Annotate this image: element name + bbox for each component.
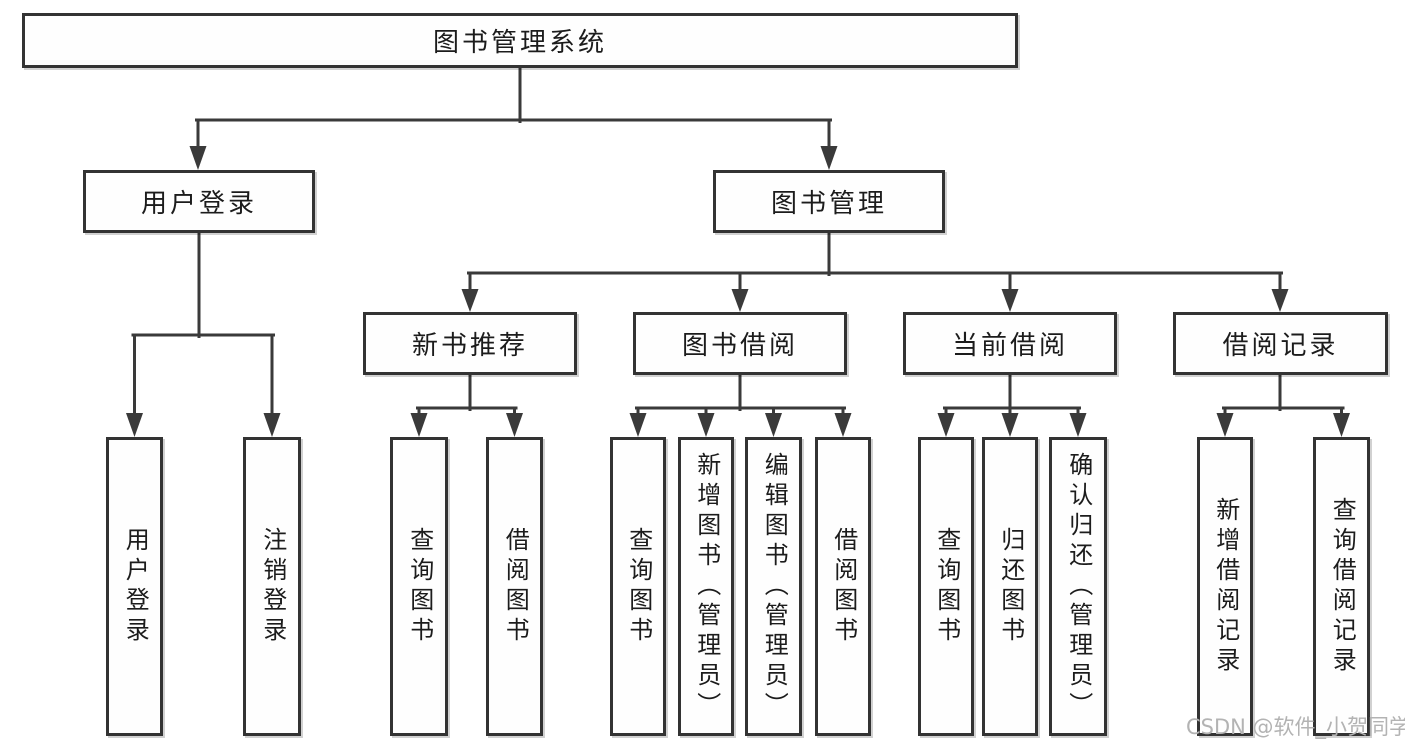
node-label: 新增图书（管理员） — [692, 451, 721, 722]
node-label: 当前借阅 — [951, 331, 1068, 361]
node-label: 注销登录 — [258, 526, 287, 647]
node-label: 图书管理系统 — [432, 28, 607, 58]
node-label: 新增借阅记录 — [1211, 496, 1240, 677]
node-user-login: 用户登录 — [83, 170, 315, 233]
leaf-user-login: 用户登录 — [106, 437, 163, 736]
node-label: 借阅图书 — [829, 526, 858, 647]
leaf-borrowing-edit-books-admin: 编辑图书（管理员） — [745, 437, 802, 736]
node-label: 确认归还（管理员） — [1064, 451, 1093, 722]
leaf-records-add-borrow-record: 新增借阅记录 — [1197, 437, 1253, 736]
connector-root-to-level1 — [189, 66, 838, 170]
node-label: 编辑图书（管理员） — [760, 451, 789, 722]
node-label: 用户登录 — [121, 526, 150, 647]
node-label: 新书推荐 — [411, 331, 528, 361]
node-label: 查询图书 — [624, 526, 653, 647]
leaf-recommend-borrow-books: 借阅图书 — [486, 437, 543, 736]
node-label: 用户登录 — [140, 189, 257, 219]
node-label: 查询图书 — [932, 526, 961, 647]
connector-current-borrowing-to-leaves — [937, 373, 1087, 437]
node-book-borrowing: 图书借阅 — [633, 312, 847, 375]
leaf-logout-login: 注销登录 — [243, 437, 301, 736]
node-library-management-system: 图书管理系统 — [22, 13, 1018, 68]
node-label: 借阅图书 — [501, 526, 530, 647]
node-label: 图书管理 — [770, 189, 887, 219]
node-label: 图书借阅 — [681, 331, 798, 361]
node-label: 查询借阅记录 — [1328, 496, 1357, 677]
connector-user-login-to-leaves — [126, 231, 281, 437]
leaf-current-search-books: 查询图书 — [918, 437, 974, 736]
node-new-book-recommend: 新书推荐 — [363, 312, 577, 375]
leaf-borrowing-borrow-books: 借阅图书 — [815, 437, 871, 736]
node-current-borrowing: 当前借阅 — [903, 312, 1117, 375]
leaf-current-confirm-return-admin: 确认归还（管理员） — [1049, 437, 1107, 736]
leaf-recommend-search-books: 查询图书 — [390, 437, 448, 736]
leaf-records-search-borrow-record: 查询借阅记录 — [1313, 437, 1370, 736]
node-label: 归还图书 — [996, 526, 1025, 647]
leaf-borrowing-add-books-admin: 新增图书（管理员） — [678, 437, 734, 736]
leaf-borrowing-search-books: 查询图书 — [610, 437, 666, 736]
node-label: 借阅记录 — [1222, 331, 1339, 361]
node-borrow-records: 借阅记录 — [1173, 312, 1388, 375]
connector-book-management-to-level2 — [461, 231, 1289, 312]
connector-book-borrowing-to-leaves — [629, 373, 852, 437]
csdn-watermark: CSDN @软件_小贺同学 — [1186, 715, 1405, 739]
leaf-current-return-books: 归还图书 — [982, 437, 1038, 736]
connector-new-book-recommend-to-leaves — [410, 373, 523, 437]
connector-borrow-records-to-leaves — [1216, 373, 1350, 437]
node-label: 查询图书 — [405, 526, 434, 647]
node-book-management: 图书管理 — [713, 170, 945, 233]
